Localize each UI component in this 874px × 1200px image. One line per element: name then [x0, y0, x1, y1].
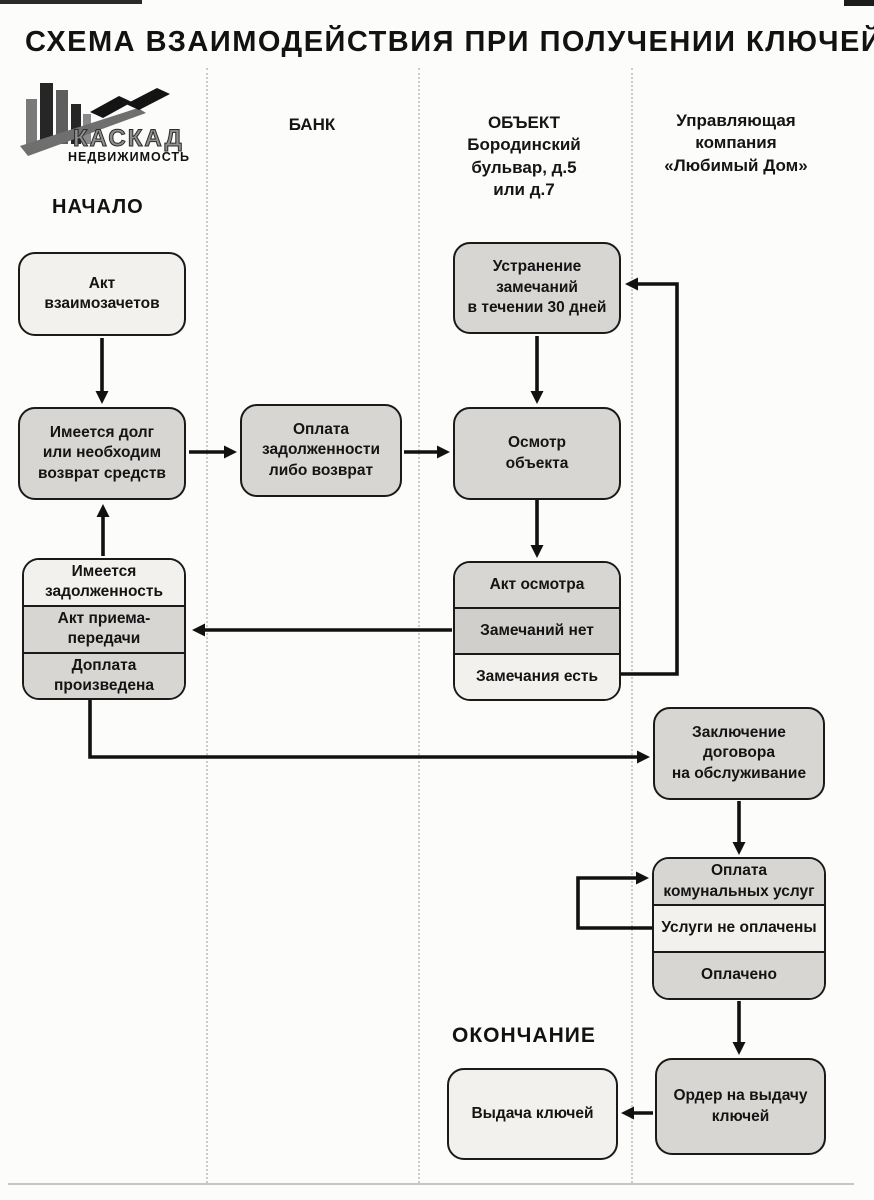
node-label: Осмотр объекта [505, 434, 569, 472]
node-label: Устранение замечаний в течении 30 дней [467, 258, 607, 317]
flow-arrow-remarks-exist-to-fix [621, 282, 679, 676]
flow-arrowhead-debt-stack-to-debt [96, 504, 110, 517]
scan-artifact-top-right [844, 0, 874, 6]
lane-separator [631, 68, 633, 1183]
flow-arrowhead-payment-to-inspection [437, 445, 450, 459]
page-title: СХЕМА ВЗАИМОДЕЙСТВИЯ ПРИ ПОЛУЧЕНИИ КЛЮЧЕ… [25, 26, 874, 58]
stack-row-remarks-exist: Замечания есть [455, 653, 619, 699]
stack-row-utilities-payment: Оплата комунальных услуг [654, 859, 824, 904]
node-service-contract: Заключение договора на обслуживание [653, 707, 825, 800]
flow-arrow-unpaid-loop-to-payment [576, 876, 652, 930]
node-utilities-stack: Оплата комунальных услуг Услуги не оплач… [652, 857, 826, 1000]
stack-row-has-debt: Имеется задолженность [24, 560, 184, 605]
scan-page-edge-line [8, 1183, 854, 1185]
stack-row-inspection-act: Акт осмотра [455, 563, 619, 607]
node-debt-settlement-stack: Имеется задолженность Акт приема- переда… [22, 558, 186, 700]
node-inspection-act-stack: Акт осмотра Замечаний нет Замечания есть [453, 561, 621, 701]
flow-arrowhead-utilities-to-order [732, 1042, 746, 1055]
stack-row-paid-extra: Доплата произведена [24, 651, 184, 698]
flow-arrowhead-debt-to-payment [224, 445, 237, 459]
flow-arrowhead-no-remarks-to-transfer-act [192, 623, 205, 637]
node-debt-payment: Оплата задолженности либо возврат [240, 404, 402, 497]
flow-arrowhead-unpaid-loop-to-payment [636, 871, 649, 885]
row-label: Услуги не оплачены [661, 919, 817, 937]
lane-separator [206, 68, 208, 1183]
lane-separator [418, 68, 420, 1183]
node-inspection: Осмотр объекта [453, 407, 621, 500]
kaskad-logo: КАСКАД НЕДВИЖИМОСТЬ [20, 83, 190, 164]
logo-subtitle: НЕДВИЖИМОСТЬ [68, 150, 190, 164]
stack-row-transfer-act: Акт приема- передачи [24, 604, 184, 652]
lane-header-management: Управляющая компания «Любимый Дом» [664, 111, 808, 175]
row-label: Доплата произведена [54, 656, 154, 695]
node-key-handover: Выдача ключей [447, 1068, 618, 1160]
stack-row-paid: Оплачено [654, 951, 824, 998]
lane-header-object: ОБЪЕКТ Бородинский бульвар, д.5 или д.7 [467, 113, 581, 200]
flow-arrowhead-act-offset-to-debt [95, 391, 109, 404]
row-label: Замечания есть [475, 667, 599, 685]
flow-arrowhead-contract-to-utilities [732, 842, 746, 855]
node-label: Оплата задолженности либо возврат [261, 420, 381, 479]
scan-artifact-top-left [0, 0, 142, 4]
node-label: Заключение договора на обслуживание [671, 723, 807, 782]
node-label: Акт взаимозачетов [44, 274, 160, 312]
node-label: Имеется долг или необходим возврат средс… [38, 423, 166, 482]
node-act-offset: Акт взаимозачетов [18, 252, 186, 336]
node-debt-exists: Имеется долг или необходим возврат средс… [18, 407, 186, 500]
logo-name: КАСКАД [73, 125, 184, 152]
row-label: Замечаний нет [480, 621, 594, 639]
node-key-order: Ордер на выдачу ключей [655, 1058, 826, 1155]
node-label: Выдача ключей [471, 1104, 594, 1122]
end-label: ОКОНЧАНИЕ [452, 1024, 596, 1047]
row-label: Имеется задолженность [44, 563, 164, 601]
stack-row-not-paid: Услуги не оплачены [654, 904, 824, 951]
start-label: НАЧАЛО [52, 196, 144, 218]
lane-header-bank: БАНК [288, 115, 336, 134]
row-label: Акт приема- передачи [57, 609, 151, 648]
row-label: Акт осмотра [489, 575, 585, 593]
flow-arrowhead-paid-extra-to-contract [637, 750, 650, 764]
stack-row-no-remarks: Замечаний нет [455, 607, 619, 653]
row-label: Оплачено [701, 966, 777, 984]
flow-arrow-paid-extra-to-contract [88, 700, 637, 759]
node-label: Ордер на выдачу ключей [673, 1087, 808, 1125]
flow-arrowhead-fix-remarks-to-inspection [530, 391, 544, 404]
row-label: Оплата комунальных услуг [663, 862, 815, 900]
node-fix-remarks: Устранение замечаний в течении 30 дней [453, 242, 621, 334]
flow-arrowhead-inspection-to-act [530, 545, 544, 558]
